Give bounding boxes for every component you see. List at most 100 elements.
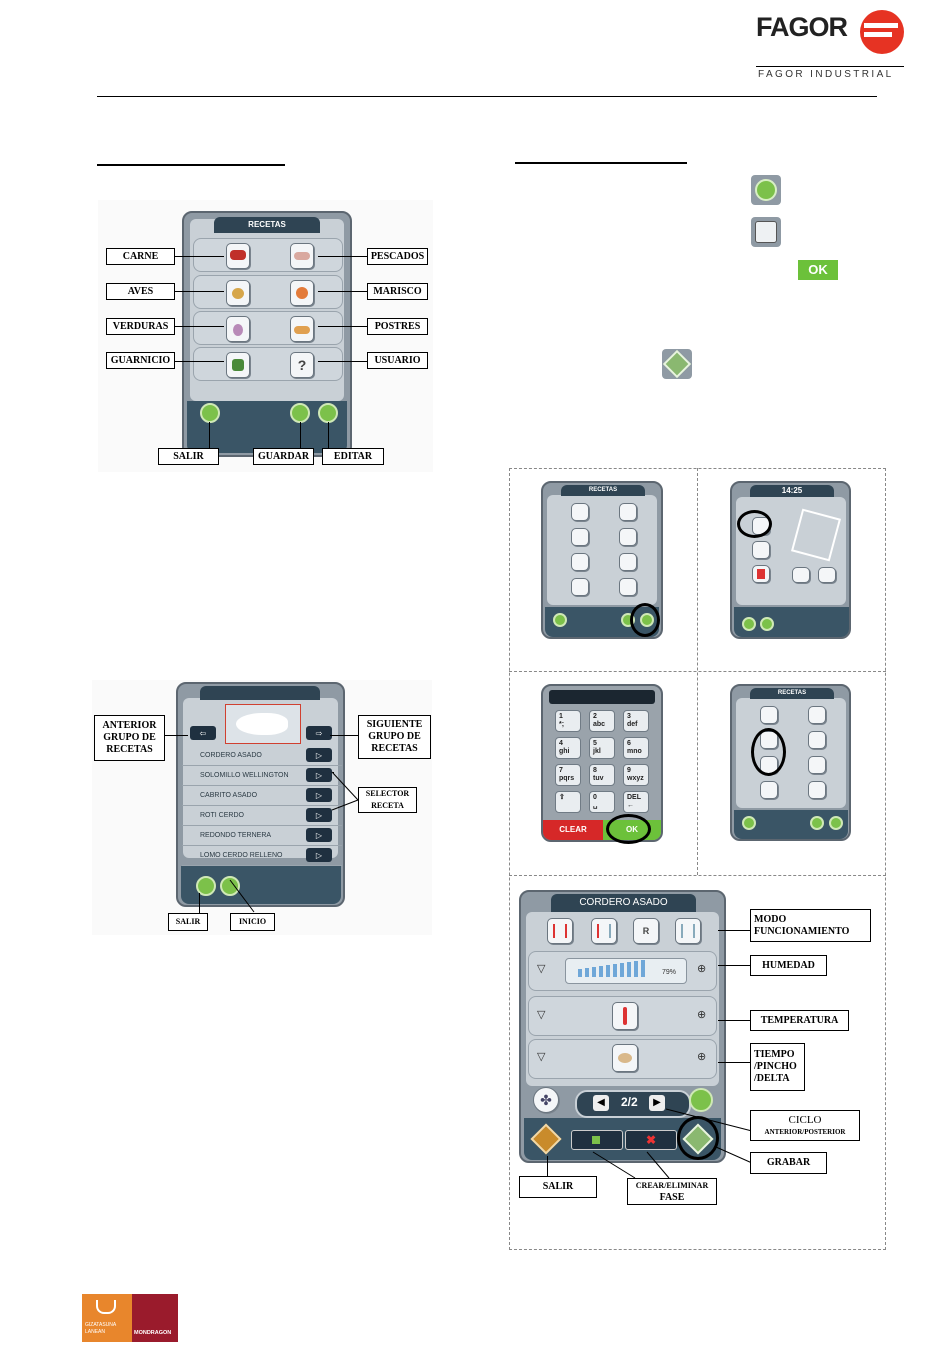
- salir-button[interactable]: [200, 403, 220, 423]
- highlight-circle: [751, 728, 786, 776]
- usuario-button[interactable]: ?: [290, 352, 314, 378]
- editar-button[interactable]: [318, 403, 338, 423]
- keypad-key-digit: 6: [627, 740, 631, 747]
- guardar-button[interactable]: [290, 403, 310, 423]
- clock-button[interactable]: [689, 1088, 713, 1112]
- section-heading-left: [97, 164, 285, 166]
- verduras-button[interactable]: [226, 316, 250, 342]
- previous-cycle-button[interactable]: ◀: [593, 1095, 609, 1111]
- highlight-circle: [630, 603, 660, 637]
- brand-name: FAGOR: [756, 12, 848, 42]
- recipe-select-button[interactable]: ▷: [306, 848, 332, 862]
- keypad-key[interactable]: 0␣: [589, 791, 615, 813]
- pescados-button[interactable]: [290, 243, 314, 269]
- keypad-key-letters: wxyz: [627, 775, 644, 782]
- inicio-button[interactable]: [220, 876, 240, 896]
- ok-badge: OK: [798, 260, 838, 280]
- label-carne: CARNE: [106, 248, 175, 265]
- people-icon: [96, 1300, 116, 1314]
- keypad-key-digit: 4: [559, 740, 563, 747]
- next-group-button[interactable]: ⇨: [306, 726, 332, 740]
- keypad-key[interactable]: 1*;: [555, 710, 581, 732]
- recipe-select-button[interactable]: ▷: [306, 748, 332, 762]
- keypad-key-letters: def: [627, 721, 638, 728]
- label-anterior-line: RECETAS: [106, 744, 153, 755]
- phase-title: CORDERO ASADO: [551, 894, 696, 912]
- label-siguiente: SIGUIENTE GRUPO DE RECETAS: [358, 715, 431, 759]
- salir-button[interactable]: [196, 876, 216, 896]
- add-phase-button[interactable]: [571, 1130, 623, 1150]
- recipe-list-panel: ⇦ ⇨ CORDERO ASADO SOLOMILLO WELLINGTON C…: [176, 682, 345, 907]
- step2-options-screen: 14:25: [730, 481, 851, 639]
- keypad-key-letters: pqrs: [559, 775, 575, 782]
- time-down-button[interactable]: ▽: [537, 1051, 546, 1063]
- time-up-button[interactable]: ⊕: [697, 1051, 707, 1063]
- timer-probe-icon: [612, 1044, 638, 1072]
- humidity-bar: 79%: [565, 958, 687, 984]
- marisco-button[interactable]: [290, 280, 314, 306]
- brand-underline: [756, 66, 904, 67]
- mode-button[interactable]: R: [633, 918, 659, 944]
- previous-group-button[interactable]: ⇦: [190, 726, 216, 740]
- temperature-down-button[interactable]: ▽: [537, 1009, 546, 1021]
- step4-title: RECETAS: [750, 688, 834, 699]
- recipe-select-button[interactable]: ▷: [306, 788, 332, 802]
- editar-icon: [751, 175, 781, 205]
- aves-button[interactable]: [226, 280, 250, 306]
- recipe-item: LOMO CERDO RELLENO: [182, 846, 342, 866]
- label-anterior-line: GRUPO DE: [103, 732, 156, 743]
- carne-button[interactable]: [226, 243, 250, 269]
- guarnicio-button[interactable]: [226, 352, 250, 378]
- humidity-down-button[interactable]: ▽: [537, 963, 546, 975]
- fan-button[interactable]: ✤: [533, 1087, 559, 1113]
- clear-button[interactable]: CLEAR: [543, 820, 603, 840]
- label-siguiente-line: SIGUIENTE: [366, 719, 423, 730]
- recipe-select-button[interactable]: ▷: [306, 768, 332, 782]
- label-salir: SALIR: [158, 448, 219, 465]
- label-selector: SELECTOR RECETA: [358, 787, 417, 813]
- label-editar: EDITAR: [322, 448, 384, 465]
- label-anterior: ANTERIOR GRUPO DE RECETAS: [94, 715, 165, 761]
- recipe-item: ROTI CERDO: [182, 806, 342, 826]
- brand-subtitle: FAGOR INDUSTRIAL: [758, 69, 894, 80]
- label-tiempo-line: /PINCHO: [754, 1061, 797, 1072]
- keypad-key-digit: 9: [627, 767, 631, 774]
- guardar-recipe-icon: [751, 217, 781, 247]
- keypad-key[interactable]: ⇧: [555, 791, 581, 813]
- postres-button[interactable]: [290, 316, 314, 342]
- label-ciclo-line: CICLO: [788, 1113, 822, 1126]
- recipe-item: SOLOMILLO WELLINGTON: [182, 766, 342, 786]
- label-salir: SALIR: [168, 913, 208, 931]
- next-cycle-button[interactable]: ▶: [649, 1095, 665, 1111]
- mode-button[interactable]: [591, 918, 617, 944]
- thermometer-icon: [612, 1002, 638, 1030]
- section-heading-right: [515, 162, 687, 164]
- keypad-key-letters: *;: [559, 721, 565, 728]
- keypad-key-letters: ghi: [559, 748, 570, 755]
- keypad-key-digit: 5: [593, 740, 597, 747]
- meat-image: [225, 704, 301, 744]
- mode-button[interactable]: [675, 918, 701, 944]
- temperature-up-button[interactable]: ⊕: [697, 1009, 707, 1021]
- label-ciclo-line: ANTERIOR/POSTERIOR: [764, 1127, 846, 1136]
- delete-phase-button[interactable]: ✖: [625, 1130, 677, 1150]
- recetas-title: RECETAS: [214, 217, 320, 233]
- step2-time: 14:25: [750, 485, 834, 497]
- keypad-key[interactable]: DEL←: [623, 791, 649, 813]
- recipe-select-button[interactable]: ▷: [306, 828, 332, 842]
- mode-button[interactable]: [547, 918, 573, 944]
- keypad-key-digit: 7: [559, 767, 563, 774]
- humidity-up-button[interactable]: ⊕: [697, 963, 707, 975]
- mondragon-logo: MONDRAGON: [132, 1294, 178, 1342]
- recipe-select-button[interactable]: ▷: [306, 808, 332, 822]
- grabar-icon: [662, 349, 692, 379]
- fagor-logo-icon: [860, 10, 904, 54]
